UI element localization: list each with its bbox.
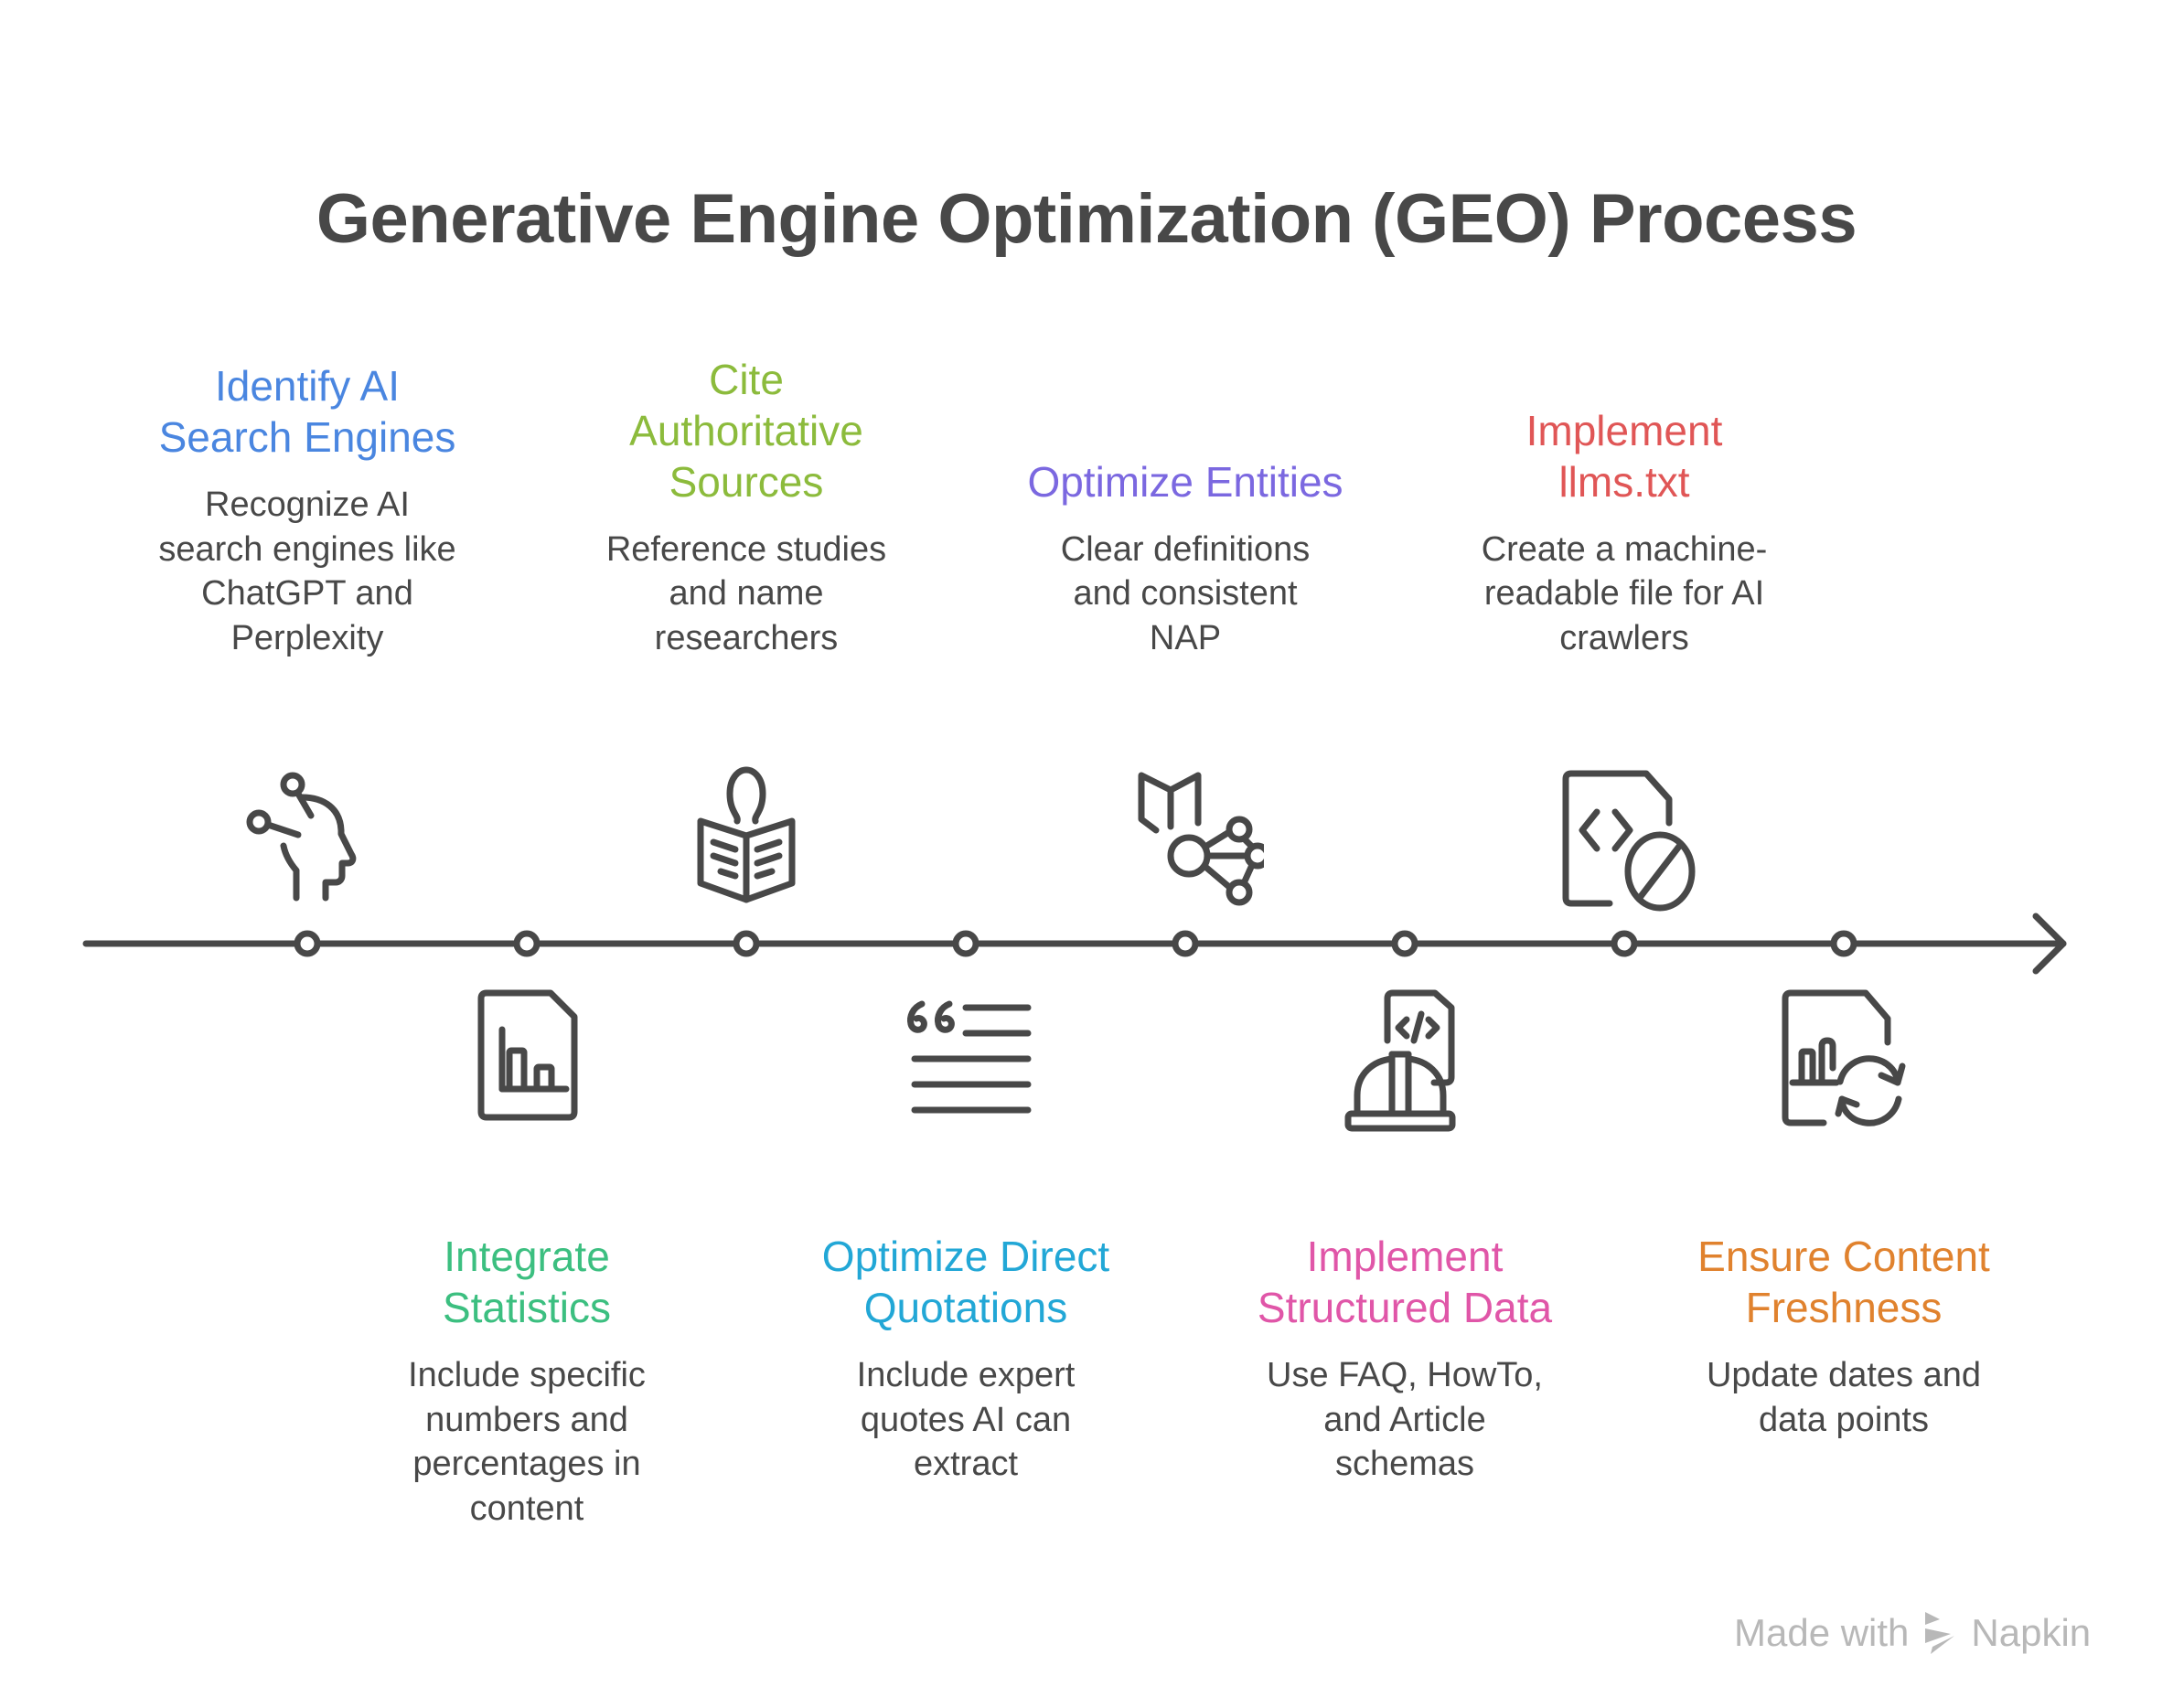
step-heading-line: Freshness bbox=[1745, 1284, 1943, 1331]
step-description-line: quotes AI can bbox=[860, 1400, 1072, 1439]
step-description: Include expert quotes AI can extract bbox=[783, 1353, 1149, 1487]
timeline-dot bbox=[1172, 930, 1199, 957]
quote-lines-icon bbox=[907, 1000, 1032, 1114]
step-description-line: researchers bbox=[654, 618, 839, 657]
step-heading-line: Authoritative bbox=[629, 406, 863, 454]
step-heading-line: Search Engines bbox=[158, 413, 456, 461]
timeline-dot bbox=[733, 930, 760, 957]
step-heading-line: Structured Data bbox=[1257, 1284, 1553, 1331]
step-description: Update dates and data points bbox=[1661, 1353, 2027, 1442]
timeline-dot bbox=[1391, 930, 1418, 957]
step-description-line: Include expert bbox=[856, 1356, 1076, 1394]
step-heading-line: Statistics bbox=[442, 1284, 612, 1331]
step-description-line: crawlers bbox=[1559, 618, 1689, 657]
step-description-line: Include specific bbox=[408, 1356, 646, 1394]
step-description-line: percentages in bbox=[412, 1445, 641, 1483]
ai-head-icon bbox=[246, 772, 357, 902]
reader-book-icon bbox=[697, 766, 796, 903]
step-description-line: and consistent bbox=[1073, 574, 1298, 613]
step-description-line: Update dates and bbox=[1706, 1356, 1981, 1394]
step-description-line: search engines like bbox=[158, 529, 456, 569]
step-description-line: Clear definitions bbox=[1060, 529, 1311, 569]
step-heading-line: Quotations bbox=[863, 1284, 1068, 1331]
step-description: Reference studies and name researchers bbox=[563, 528, 929, 661]
step-heading-line: Ensure Content bbox=[1697, 1233, 1990, 1280]
step-description-line: Use FAQ, HowTo, bbox=[1267, 1356, 1543, 1394]
step-description-line: ChatGPT and bbox=[201, 574, 413, 613]
watermark-brand: Napkin bbox=[1971, 1611, 2092, 1654]
step-heading-line: Sources bbox=[669, 457, 824, 506]
timeline-arrowhead bbox=[2032, 913, 2067, 975]
watermark-prefix: Made with bbox=[1734, 1611, 1910, 1654]
step-description-line: and name bbox=[669, 574, 824, 613]
step-description-line: Reference studies bbox=[605, 529, 887, 569]
timeline-dot bbox=[952, 930, 979, 957]
chart-document-icon bbox=[477, 989, 578, 1121]
step-heading-line: Integrate bbox=[444, 1233, 610, 1280]
step-heading: Optimize Entities bbox=[1002, 456, 1368, 507]
timeline-dot bbox=[1830, 930, 1857, 957]
timeline-dot bbox=[294, 930, 321, 957]
step-heading-line: Optimize Direct bbox=[821, 1233, 1110, 1280]
step-description-line: readable file for AI bbox=[1483, 574, 1765, 613]
step-description-line: data points bbox=[1759, 1400, 1929, 1439]
code-hardhat-icon bbox=[1344, 989, 1456, 1132]
chart-file-refresh-icon bbox=[1782, 989, 1906, 1126]
code-file-blocked-icon bbox=[1562, 770, 1696, 912]
step-description-line: Recognize AI bbox=[205, 486, 410, 524]
diagram-title: Generative Engine Optimization (GEO) Pro… bbox=[316, 180, 1857, 258]
step-description-line: content bbox=[469, 1489, 584, 1528]
step-heading-line: Implement bbox=[1306, 1233, 1504, 1280]
step-description-line: NAP bbox=[1149, 618, 1222, 657]
step-description-line: and Article bbox=[1323, 1400, 1486, 1439]
timeline-dot bbox=[513, 930, 541, 957]
map-network-icon bbox=[1138, 772, 1264, 906]
step-description-line: numbers and bbox=[425, 1400, 628, 1439]
step-heading-line: Optimize Entities bbox=[1027, 457, 1343, 506]
step-heading-line: llms.txt bbox=[1558, 457, 1690, 506]
step-description-line: extract bbox=[913, 1445, 1019, 1483]
step-heading-line: Cite bbox=[709, 355, 784, 403]
napkin-logo-icon bbox=[1925, 1612, 1955, 1654]
step-description: Include specific numbers and percentages i… bbox=[344, 1353, 710, 1531]
timeline-dot bbox=[1611, 930, 1638, 957]
step-description: Create a machine-readable file for AI cra… bbox=[1441, 528, 1807, 661]
step-description-line: schemas bbox=[1334, 1445, 1475, 1483]
step-description-line: Create a machine- bbox=[1481, 529, 1768, 569]
step-description: Use FAQ, HowTo, and Article schemas bbox=[1222, 1353, 1588, 1487]
step-description-line: Perplexity bbox=[230, 618, 384, 657]
step-heading-line: Implement bbox=[1525, 406, 1723, 454]
watermark: Made with Napkin bbox=[1734, 1609, 2091, 1657]
step-heading-line: Identify AI bbox=[214, 362, 400, 410]
